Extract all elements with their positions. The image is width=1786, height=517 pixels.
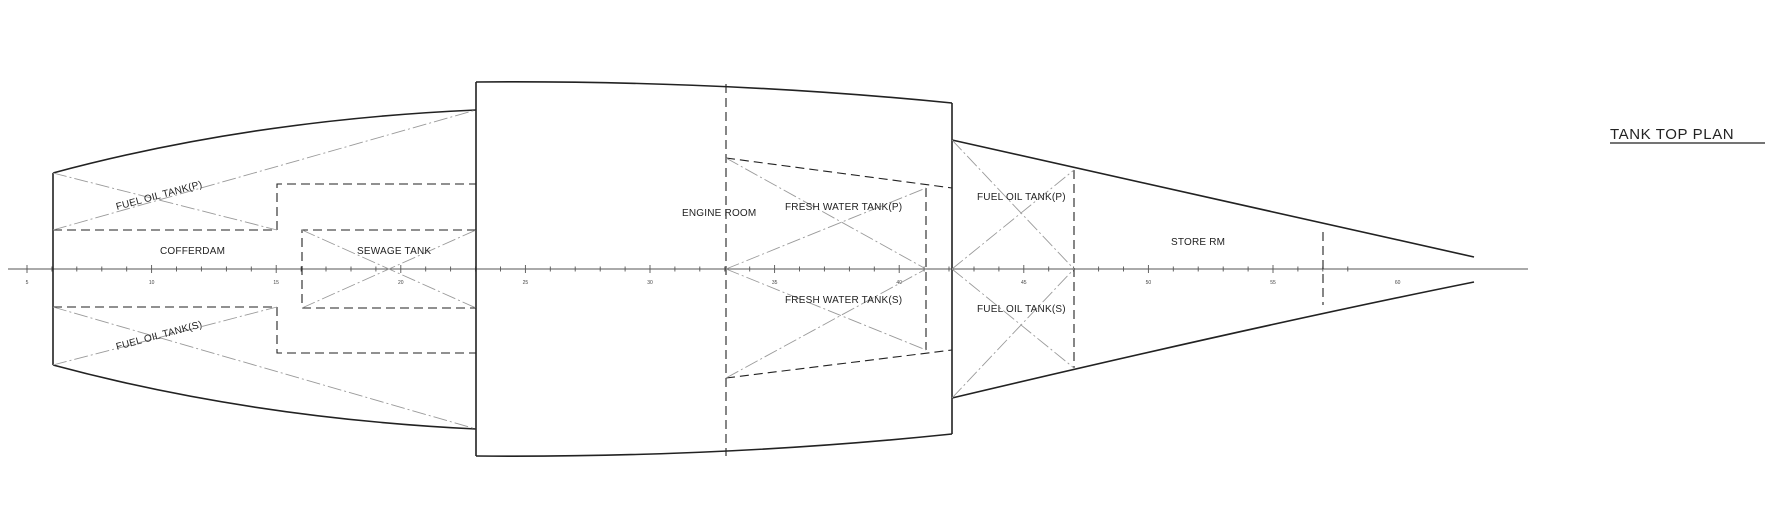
sewage-tank-diagonal [301, 229, 477, 309]
compartment-labels: FUEL OIL TANK(P) COFFERDAM FUEL OIL TANK… [115, 179, 1225, 353]
engine-room-bottom [475, 433, 953, 457]
fuel-oil-tank-s-aft-boundary [53, 306, 476, 354]
fuel-oil-tank-s-fwd-diagonal [951, 268, 1075, 399]
aft-hull-lower [52, 364, 477, 430]
engine-room-label: ENGINE ROOM [682, 208, 756, 219]
frame-tick-label: 50 [1146, 280, 1152, 286]
frame-tick-label: 55 [1270, 280, 1276, 286]
aft-tank-boundaries [53, 183, 476, 354]
fuel-oil-tank-p-fwd-label: FUEL OIL TANK(P) [977, 192, 1066, 203]
fwd-hull-lower [951, 281, 1475, 399]
fresh-water-tank-p-boundary [725, 157, 953, 189]
frame-tick-label: 25 [523, 280, 529, 286]
frame-tick-label: 20 [398, 280, 404, 286]
centerline-axis: 5 10 15 20 25 30 35 40 45 50 55 60 [8, 265, 1528, 286]
engine-room-tank-boundaries [725, 84, 953, 456]
fwd-hull-upper [951, 139, 1475, 258]
aft-hull-upper [52, 109, 477, 174]
fuel-oil-tank-p-aft-diagonal [52, 109, 477, 231]
fuel-oil-tank-p-fwd-diagonal [951, 169, 1075, 270]
fuel-oil-tank-p-fwd-diagonal [951, 139, 1075, 270]
sewage-tank-label: SEWAGE TANK [357, 246, 431, 257]
fresh-water-tank-p-diagonal [725, 187, 927, 270]
fresh-water-tank-s-label: FRESH WATER TANK(S) [785, 295, 902, 306]
fuel-oil-tank-s-aft-label: FUEL OIL TANK(S) [115, 319, 204, 353]
frame-tick-label: 10 [149, 280, 155, 286]
hull-outline [52, 81, 1475, 457]
fresh-water-tank-s-boundary [725, 349, 953, 379]
fuel-oil-tank-s-aft-diagonal [52, 306, 278, 366]
fuel-oil-tank-p-aft-diagonal [52, 172, 278, 231]
frame-tick-labels: 5 10 15 20 25 30 35 40 45 50 55 60 [26, 280, 1401, 286]
frame-tick-label: 35 [772, 280, 778, 286]
frame-tick-label: 5 [26, 280, 29, 286]
frame-tick-label: 15 [273, 280, 279, 286]
frame-tick-label: 60 [1395, 280, 1401, 286]
frame-ticks [26, 265, 1349, 273]
store-rm-label: STORE RM [1171, 237, 1225, 248]
frame-tick-label: 45 [1021, 280, 1027, 286]
engine-room-top [475, 81, 953, 104]
fresh-water-tank-p-label: FRESH WATER TANK(P) [785, 202, 902, 213]
fresh-water-tank-p-diagonal [725, 157, 927, 270]
cofferdam-label: COFFERDAM [160, 246, 225, 257]
aft-tank-diagonals [52, 109, 477, 430]
fuel-oil-tank-p-aft-boundary [53, 183, 476, 231]
fresh-water-tank-s-diagonal [725, 268, 927, 351]
sewage-tank-boundary [301, 229, 476, 309]
fresh-water-tank-s-diagonal [725, 268, 927, 379]
forward-tank-boundaries [951, 139, 1324, 399]
frame-tick-label: 30 [647, 280, 653, 286]
frame-tick-label: 40 [896, 280, 902, 286]
fuel-oil-tank-s-aft-diagonal [52, 306, 477, 430]
fuel-oil-tank-s-fwd-label: FUEL OIL TANK(S) [977, 304, 1066, 315]
plan-title: TANK TOP PLAN [1610, 126, 1734, 143]
fuel-oil-tank-s-fwd-diagonal [951, 268, 1075, 369]
